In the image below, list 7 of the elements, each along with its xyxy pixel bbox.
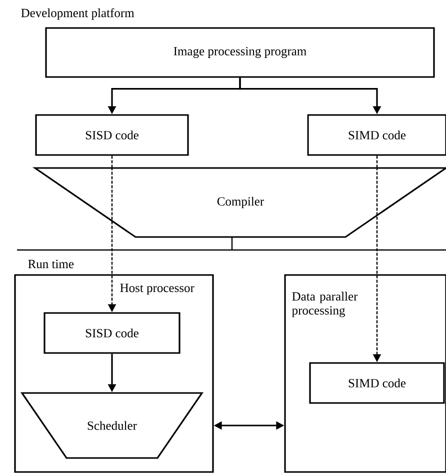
section-label: Run time bbox=[28, 260, 74, 268]
process-box: SISD code bbox=[35, 114, 189, 156]
process-box: Image processing program bbox=[45, 27, 435, 78]
section-label: Development platform bbox=[21, 8, 134, 20]
process-box: SIMD code bbox=[309, 362, 445, 404]
process-box: SIMD code bbox=[307, 114, 446, 156]
process-box: SISD code bbox=[44, 312, 180, 354]
